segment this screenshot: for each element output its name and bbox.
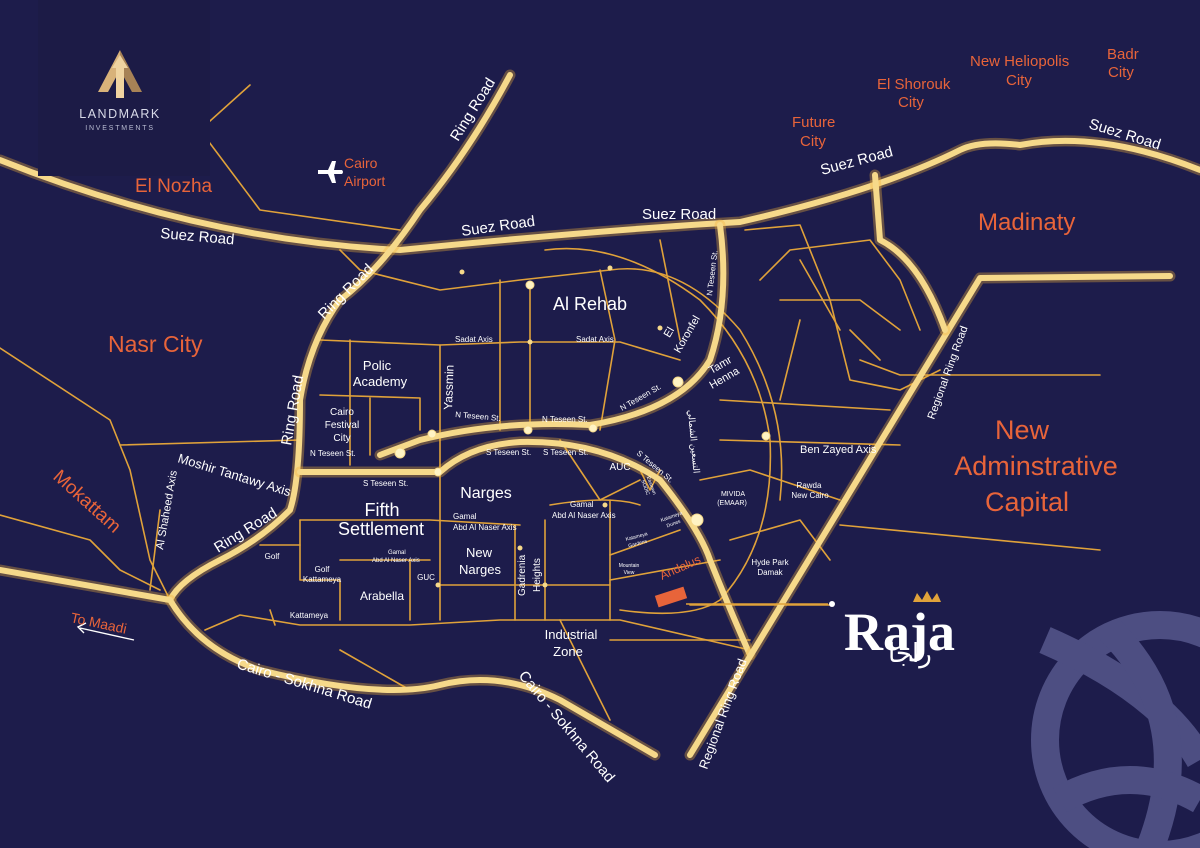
- label-s-teseen-3: S Teseen St.: [543, 448, 588, 457]
- label-suez-road-3: Suez Road: [642, 206, 716, 223]
- label-el-nozha: El Nozha: [135, 176, 213, 197]
- label-sadat-axis-2: Sadat Axis: [576, 335, 614, 344]
- label-golf: Golf: [265, 552, 280, 561]
- label-narges: Narges: [460, 485, 512, 502]
- label-future-city-2: City: [800, 133, 826, 150]
- label-katameya-g-1: Katameya: [625, 531, 649, 543]
- label-fifth-2: Settlement: [338, 519, 424, 539]
- label-teseen-5: N Teseen St.: [705, 250, 719, 296]
- label-future-city-1: Future: [792, 114, 835, 131]
- label-yassmin: Yassmin: [441, 365, 457, 411]
- label-gamal-1b: Abd Al Naser Axis: [453, 523, 517, 532]
- label-festival-3: City: [333, 433, 350, 444]
- label-new-heliopolis-2: City: [1006, 72, 1032, 89]
- street-network: [0, 84, 1101, 721]
- label-el-korontel-1: El: [662, 325, 677, 339]
- label-regional-ring-1: Regional Ring Road: [696, 657, 750, 771]
- label-mountain-2: View: [624, 570, 635, 576]
- label-mivida-2: (EMAAR): [717, 500, 747, 507]
- project-pointer-dot: [829, 601, 835, 607]
- project-plot-marker[interactable]: [654, 586, 688, 608]
- label-gadrenia-2: Heights: [532, 558, 543, 592]
- label-new-narges-1: New: [466, 545, 493, 560]
- label-gamal-2b: Abd Al Naser Axis: [552, 511, 616, 520]
- label-polic-2: Academy: [353, 374, 408, 389]
- label-moshir-axis: Moshir Tantawy Axis: [176, 451, 293, 500]
- project-name-arabic: راجا: [888, 639, 932, 669]
- label-cairo-airport-2: Airport: [344, 173, 385, 189]
- label-andalus: Andalus: [658, 552, 703, 582]
- label-rawda-1: Rawda: [797, 481, 822, 490]
- project-name-latin: Raja: [844, 602, 955, 662]
- label-rawda-2: New Cairo: [791, 491, 829, 500]
- label-badr-1: Badr: [1107, 46, 1139, 63]
- label-teseen-1: N Teseen St.: [310, 449, 356, 458]
- label-nac-3: Capital: [985, 487, 1069, 517]
- label-katameya-g-2: Gardens: [628, 539, 649, 550]
- label-gamal-2a: Gamal: [570, 500, 594, 509]
- major-roads: [0, 69, 1200, 761]
- arrow-left-icon: [76, 622, 135, 641]
- label-ring-road-2: Ring Road: [315, 261, 377, 323]
- junction-nodes: [394, 265, 771, 588]
- label-nac-2: Adminstrative: [954, 451, 1118, 481]
- label-hyde-2: Damak: [757, 568, 783, 577]
- airplane-icon: [318, 161, 343, 183]
- label-gamal-3a: Gamal: [388, 550, 406, 556]
- label-mokattam: Mokattam: [49, 466, 125, 537]
- label-el-shorouk-1: El Shorouk: [877, 76, 951, 93]
- label-eastown-2: SODIC: [639, 479, 650, 496]
- label-el-shorouk-2: City: [898, 94, 924, 111]
- label-gamal-3b: Abd Al Naser Axis: [372, 558, 420, 564]
- brand-name: LANDMARK: [79, 107, 160, 121]
- label-new-narges-2: Narges: [459, 562, 501, 577]
- label-kattameya: Kattameya: [290, 611, 329, 620]
- label-nasr-city: Nasr City: [108, 331, 203, 357]
- label-hyde-1: Hyde Park: [751, 558, 789, 567]
- label-el-tesein-ar: التسعين الشمالي: [685, 409, 702, 474]
- label-suez-road-1: Suez Road: [160, 225, 235, 248]
- label-badr-2: City: [1108, 64, 1134, 81]
- label-gadrenia-1: Gadrenia: [517, 554, 528, 596]
- label-madinaty: Madinaty: [978, 209, 1075, 236]
- label-new-heliopolis-1: New Heliopolis: [970, 53, 1069, 70]
- label-festival-1: Cairo: [330, 407, 354, 418]
- label-katameya-d-2: Dunes: [666, 519, 682, 530]
- label-arabella: Arabella: [360, 589, 404, 603]
- label-golf-k-1: Golf: [315, 565, 330, 574]
- label-auc: AUC: [609, 462, 630, 473]
- logo-mark-icon: [98, 50, 142, 98]
- label-industrial-2: Zone: [553, 644, 583, 659]
- label-s-teseen-1: S Teseen St.: [363, 479, 408, 488]
- label-industrial-1: Industrial: [545, 627, 598, 642]
- globe-icon: [1031, 611, 1200, 848]
- label-guc: GUC: [417, 573, 435, 582]
- label-teseen-3: N Teseen St.: [542, 415, 588, 424]
- label-mountain-1: Mountain: [619, 563, 640, 569]
- label-suez-road-4: Suez Road: [819, 143, 895, 179]
- project-logo: Raja راجا: [844, 591, 955, 669]
- label-s-teseen-2: S Teseen St.: [486, 448, 531, 457]
- label-al-rehab: Al Rehab: [553, 294, 627, 314]
- label-fifth-1: Fifth: [364, 500, 399, 520]
- label-mivida-1: MIVIDA: [721, 491, 745, 498]
- label-teseen-2: N Teseen St.: [455, 410, 501, 423]
- label-festival-2: Festival: [325, 420, 359, 431]
- label-nac-1: New: [995, 415, 1050, 445]
- label-ben-zayed-axis: Ben Zayed Axis: [800, 444, 877, 456]
- label-sadat-axis-1: Sadat Axis: [455, 335, 493, 344]
- label-shaheed-axis: Al Shaheed Axis: [154, 469, 180, 550]
- brand-tagline: INVESTMENTS: [85, 125, 155, 132]
- label-golf-k-2: Kattameya: [303, 575, 342, 584]
- label-gamal-1a: Gamal: [453, 512, 477, 521]
- label-polic-1: Polic: [363, 358, 392, 373]
- brand-logo: LANDMARK INVESTMENTS: [38, 0, 210, 176]
- crown-icon: [913, 591, 941, 602]
- label-cairo-airport-1: Cairo: [344, 155, 378, 171]
